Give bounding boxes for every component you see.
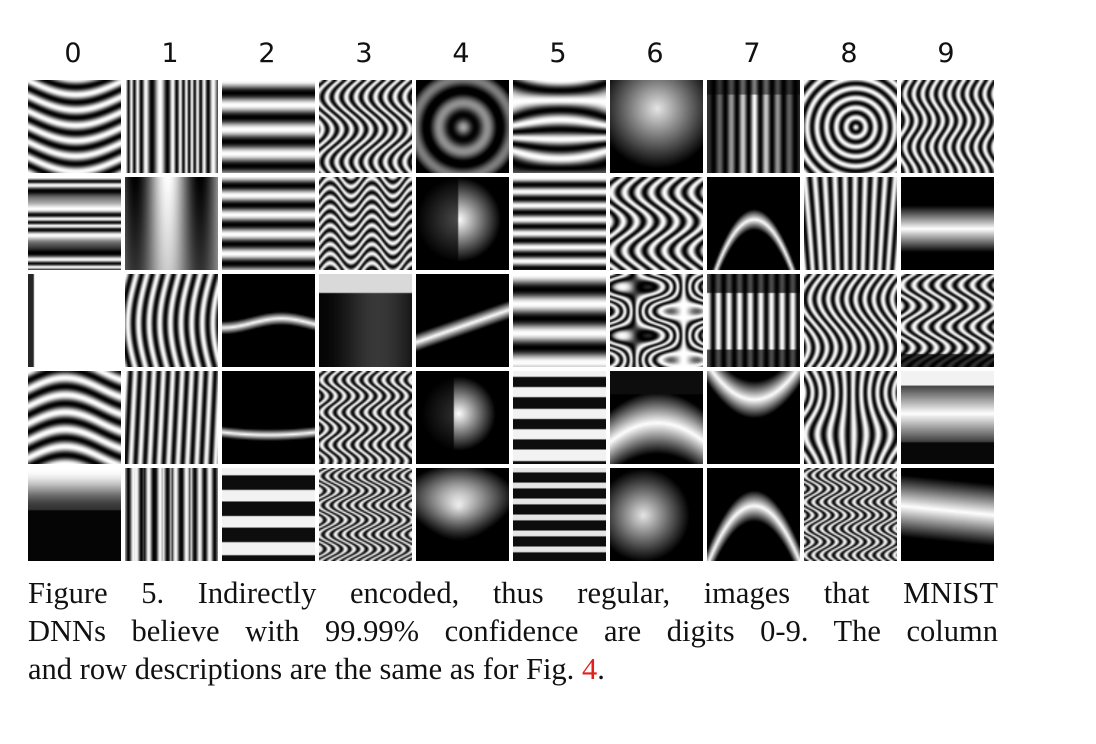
pattern-image-digit-4-row-3 xyxy=(416,274,509,367)
caption-line: and row descriptions are the same as for… xyxy=(28,650,998,688)
pattern-image-digit-8-row-1 xyxy=(804,80,897,173)
pattern-image-digit-4-row-4 xyxy=(416,371,509,464)
pattern-image-digit-2-row-5 xyxy=(222,468,315,561)
pattern-image-digit-8-row-5 xyxy=(804,468,897,561)
column-label: 8 xyxy=(840,38,858,69)
pattern-image-digit-0-row-4 xyxy=(28,371,121,464)
figure-reference-link[interactable]: 4 xyxy=(581,652,598,686)
pattern-image-digit-7-row-2 xyxy=(707,177,800,270)
pattern-image-digit-3-row-4 xyxy=(319,371,412,464)
pattern-image-digit-9-row-3 xyxy=(901,274,994,367)
pattern-image-digit-1-row-5 xyxy=(125,468,218,561)
pattern-image-digit-6-row-5 xyxy=(610,468,703,561)
column-label: 1 xyxy=(161,38,179,69)
pattern-image-digit-4-row-2 xyxy=(416,177,509,270)
pattern-image-digit-9-row-5 xyxy=(901,468,994,561)
column-label: 9 xyxy=(937,38,955,69)
column-label: 5 xyxy=(549,38,567,69)
figure: 0 1 2 3 4 5 6 7 8 9 xyxy=(28,32,1000,561)
pattern-image-digit-5-row-2 xyxy=(513,177,606,270)
pattern-image-digit-0-row-1 xyxy=(28,80,121,173)
pattern-image-digit-3-row-5 xyxy=(319,468,412,561)
pattern-image-digit-8-row-4 xyxy=(804,371,897,464)
pattern-image-digit-6-row-2 xyxy=(610,177,703,270)
pattern-image-digit-3-row-1 xyxy=(319,80,412,173)
column-label: 6 xyxy=(646,38,664,69)
pattern-image-digit-5-row-5 xyxy=(513,468,606,561)
figure-caption: Figure 5. Indirectly encoded, thus regul… xyxy=(28,574,998,688)
pattern-image-digit-7-row-4 xyxy=(707,371,800,464)
pattern-image-digit-1-row-2 xyxy=(125,177,218,270)
pattern-image-digit-7-row-5 xyxy=(707,468,800,561)
column-label: 2 xyxy=(258,38,276,69)
column-label: 0 xyxy=(64,38,82,69)
pattern-image-digit-1-row-4 xyxy=(125,371,218,464)
pattern-image-digit-2-row-3 xyxy=(222,274,315,367)
pattern-image-digit-5-row-4 xyxy=(513,371,606,464)
pattern-image-digit-2-row-2 xyxy=(222,177,315,270)
pattern-image-digit-3-row-3 xyxy=(319,274,412,367)
column-labels: 0 1 2 3 4 5 6 7 8 9 xyxy=(28,32,1000,80)
pattern-image-digit-9-row-1 xyxy=(901,80,994,173)
column-label: 3 xyxy=(355,38,373,69)
pattern-image-digit-9-row-4 xyxy=(901,371,994,464)
pattern-image-digit-7-row-3 xyxy=(707,274,800,367)
pattern-image-digit-0-row-3 xyxy=(28,274,121,367)
pattern-image-digit-5-row-1 xyxy=(513,80,606,173)
caption-line: Figure 5. Indirectly encoded, thus regul… xyxy=(28,576,998,610)
caption-line: DNNs believe with 99.99% confidence are … xyxy=(28,614,998,648)
caption-text: . xyxy=(597,652,605,686)
pattern-image-digit-0-row-2 xyxy=(28,177,121,270)
pattern-image-digit-6-row-4 xyxy=(610,371,703,464)
column-label: 4 xyxy=(452,38,470,69)
pattern-image-digit-8-row-2 xyxy=(804,177,897,270)
pattern-image-digit-3-row-2 xyxy=(319,177,412,270)
column-label: 7 xyxy=(743,38,761,69)
pattern-image-digit-1-row-1 xyxy=(125,80,218,173)
pattern-image-digit-1-row-3 xyxy=(125,274,218,367)
pattern-image-digit-8-row-3 xyxy=(804,274,897,367)
caption-text: and row descriptions are the same as for… xyxy=(28,652,582,686)
pattern-image-digit-7-row-1 xyxy=(707,80,800,173)
pattern-image-digit-5-row-3 xyxy=(513,274,606,367)
pattern-image-digit-6-row-3 xyxy=(610,274,703,367)
pattern-image-digit-9-row-2 xyxy=(901,177,994,270)
pattern-image-digit-4-row-1 xyxy=(416,80,509,173)
pattern-image-digit-0-row-5 xyxy=(28,468,121,561)
pattern-image-digit-6-row-1 xyxy=(610,80,703,173)
pattern-image-digit-2-row-4 xyxy=(222,371,315,464)
pattern-image-digit-4-row-5 xyxy=(416,468,509,561)
pattern-image-digit-2-row-1 xyxy=(222,80,315,173)
